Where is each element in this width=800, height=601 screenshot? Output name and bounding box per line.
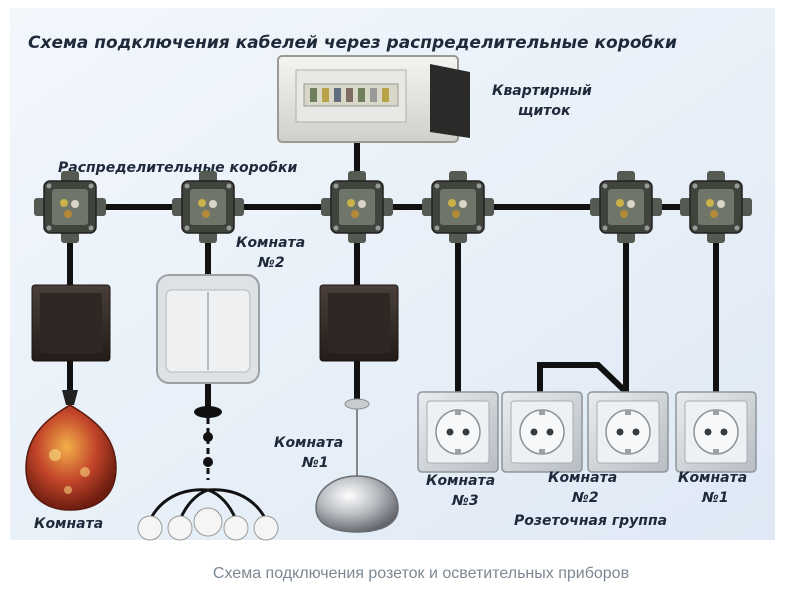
panel-label-line2: щиток xyxy=(518,103,571,119)
socket-group-label: Розеточная группа xyxy=(514,513,667,529)
double-switch-icon xyxy=(156,274,260,384)
room2-label-line2: №2 xyxy=(257,255,285,271)
diagram-title: Схема подключения кабелей через распреде… xyxy=(28,33,677,53)
light-switch-icon xyxy=(31,284,111,362)
room-left-label: Комната xyxy=(34,516,103,532)
room1-light-label-line1: Комната xyxy=(274,435,343,451)
room1-light-label-line2: №1 xyxy=(301,455,329,471)
socket-room1-label-line2: №1 xyxy=(701,490,729,506)
panel-label-line1: Квартирный xyxy=(492,83,592,99)
light-switch-icon xyxy=(319,284,399,362)
room2-label-line1: Комната xyxy=(236,235,305,251)
power-socket-icon xyxy=(675,391,757,473)
power-socket-icon xyxy=(501,391,583,473)
power-socket-icon xyxy=(587,391,669,473)
socket-room1-label-line1: Комната xyxy=(678,470,747,486)
pendant-lamp-icon xyxy=(25,390,117,511)
figure-caption: Схема подключения розеток и осветительны… xyxy=(213,565,629,582)
power-socket-icon xyxy=(417,391,499,473)
socket-room3-label-line2: №3 xyxy=(451,493,479,509)
electrical-panel-icon xyxy=(277,55,470,143)
chandelier-icon xyxy=(137,406,279,541)
socket-room3-label-line1: Комната xyxy=(426,473,495,489)
socket-room2-label-line1: Комната xyxy=(548,470,617,486)
junction-boxes-label: Распределительные коробки xyxy=(58,160,298,176)
socket-room2-label-line2: №2 xyxy=(571,490,599,506)
pendant-lamp-icon xyxy=(315,398,399,533)
